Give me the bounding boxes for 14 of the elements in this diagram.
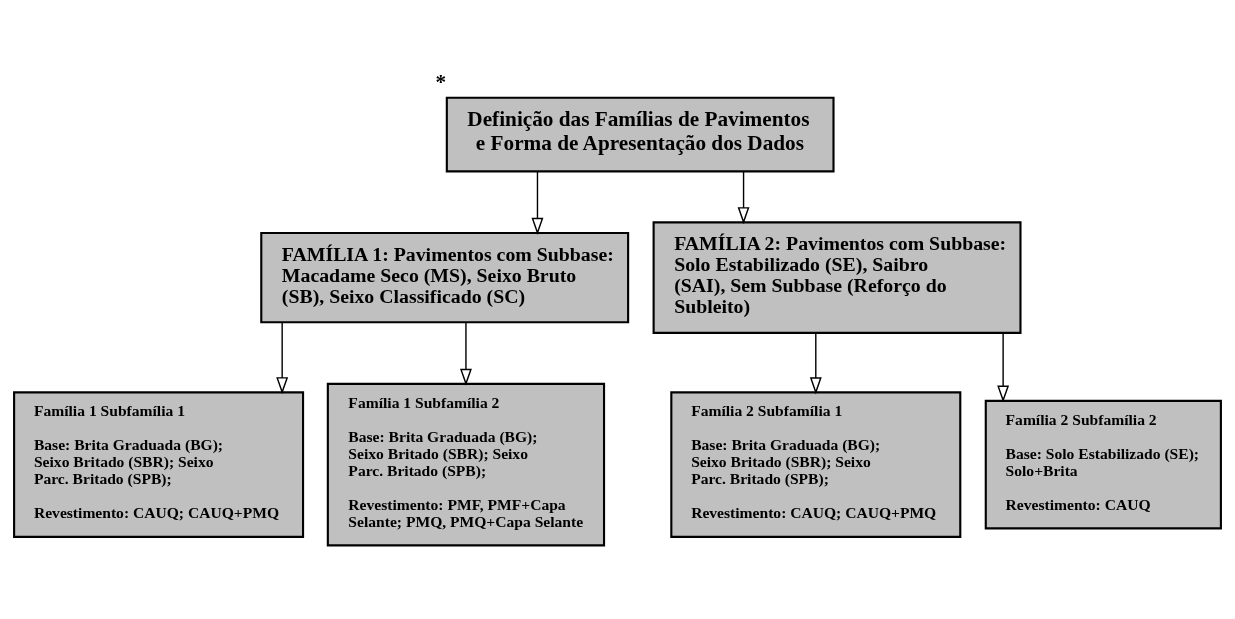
arrow bbox=[809, 332, 822, 395]
arrow bbox=[997, 332, 1010, 403]
node-box: Família 1 Subfamília 2 Base: Brita Graduada (BG); Seixo Britado (SBR); Seixo Parc. Britado (SPB); Revestimento: PMF, PMF+Capa Selante; PMQ, PMQ+Capa Selante bbox=[326, 382, 606, 547]
node-box: Família 2 Subfamília 1 Base: Brita Graduada (BG); Seixo Britado (SBR); Seixo Parc. Britado (SPB); Revestimento: CAUQ; CAUQ+PMQ bbox=[670, 391, 962, 538]
node-box: Definição das Famílias de Pavimentos e Forma de Apresentação dos Dados bbox=[445, 96, 835, 173]
node-box: Família 1 Subfamília 1 Base: Brita Graduada (BG); Seixo Britado (SBR); Seixo Parc. Britado (SPB); Revestimento: CAUQ; CAUQ+PMQ bbox=[13, 391, 305, 538]
node-box: FAMÍLIA 1: Pavimentos com Subbase: Macadame Seco (MS), Seixo Bruto (SB), Seixo Classificado (SC) bbox=[260, 231, 630, 324]
arrow bbox=[531, 170, 544, 235]
node-box: FAMÍLIA 2: Pavimentos com Subbase: Solo Estabilizado (SE), Saibro (SAI), Sem Subbase (Reforço do Subleito) bbox=[652, 221, 1022, 334]
arrow bbox=[276, 321, 289, 395]
node-box: Família 2 Subfamília 2 Base: Solo Estabilizado (SE); Solo+Brita Revestimento: CAUQ bbox=[984, 399, 1222, 530]
arrow bbox=[460, 321, 472, 386]
node-label: * bbox=[435, 70, 447, 95]
arrow bbox=[737, 170, 750, 225]
